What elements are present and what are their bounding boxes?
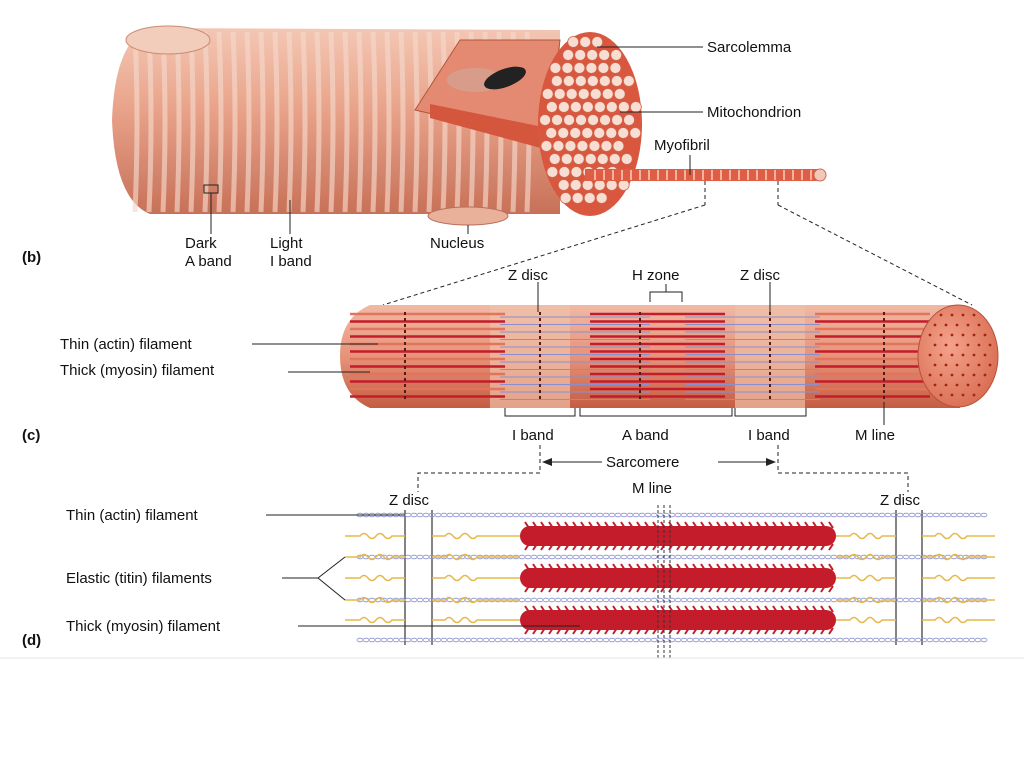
zoom-line-right	[777, 204, 973, 306]
nucleus-bulge-top	[125, 25, 211, 55]
panel-c-label: (c)	[22, 427, 40, 444]
i-band-right-label: I band	[748, 427, 790, 444]
h-zone-label: H zone	[632, 267, 680, 284]
i-band-left-bracket	[504, 408, 576, 417]
exposed-myofibrils	[430, 104, 548, 150]
sarcomere-filaments	[345, 512, 995, 643]
dark-a-band-label-2: A band	[185, 253, 232, 270]
thick-filament-label-d: Thick (myosin) filament	[66, 618, 221, 635]
thick-filament-label-c: Thick (myosin) filament	[60, 362, 215, 379]
sarcomere-arrowhead-right	[766, 458, 776, 466]
mitochondrion-label: Mitochondrion	[707, 104, 801, 121]
myofibril-end	[813, 168, 827, 182]
a-band-label: A band	[622, 427, 669, 444]
i-band-left-label: I band	[512, 427, 554, 444]
h-zone-bracket	[649, 291, 683, 302]
m-line-label-c: M line	[855, 427, 895, 444]
titin-leader-up	[317, 556, 346, 579]
myofibril-end-face	[917, 304, 999, 408]
elastic-filaments-label: Elastic (titin) filaments	[66, 570, 212, 587]
panel-b-label: (b)	[22, 249, 41, 266]
zoom-line-d-left	[417, 472, 540, 492]
nucleus-bulge-bottom	[427, 206, 509, 226]
light-i-band-label-2: I band	[270, 253, 312, 270]
panel-d-sarcomere: Z disc M line Z disc Thin (actin) filame…	[22, 480, 995, 660]
dark-a-band-label-1: Dark	[185, 235, 217, 252]
thin-filament-label-c: Thin (actin) filament	[60, 336, 193, 353]
zoom-line-left	[382, 204, 706, 306]
myofibril-label: Myofibril	[654, 137, 710, 154]
sarcomere-arrowhead-left	[542, 458, 552, 466]
myofibril-stripes	[594, 170, 812, 180]
panel-d-label: (d)	[22, 632, 41, 649]
sarcomere-label: Sarcomere	[606, 454, 679, 471]
m-line-marks	[657, 505, 671, 660]
a-band-bracket	[579, 408, 733, 417]
z-disc-left-label-c: Z disc	[508, 267, 549, 284]
m-line-label-d: M line	[632, 480, 672, 497]
titin-leader-down	[317, 577, 346, 601]
myofibril-filaments	[350, 312, 930, 402]
zoom-line-d-right	[778, 472, 909, 492]
light-i-band-label-1: Light	[270, 235, 303, 252]
panel-c-myofibril: Z disc H zone Z disc Thin (actin) filame…	[22, 267, 999, 473]
cut-nucleus-dark	[484, 66, 526, 90]
i-band-right-bracket	[734, 408, 807, 417]
nucleus-label: Nucleus	[430, 235, 484, 252]
panel-b-muscle-fiber: Sarcolemma Mitochondrion Myofibril Dark …	[22, 25, 827, 270]
z-disc-right-label-d: Z disc	[880, 492, 921, 509]
end-face-dots	[928, 313, 992, 397]
z-disc-right-label-c: Z disc	[740, 267, 781, 284]
z-disc-left-label-d: Z disc	[389, 492, 430, 509]
sarcolemma-label: Sarcolemma	[707, 39, 792, 56]
thin-filament-label-d: Thin (actin) filament	[66, 507, 199, 524]
